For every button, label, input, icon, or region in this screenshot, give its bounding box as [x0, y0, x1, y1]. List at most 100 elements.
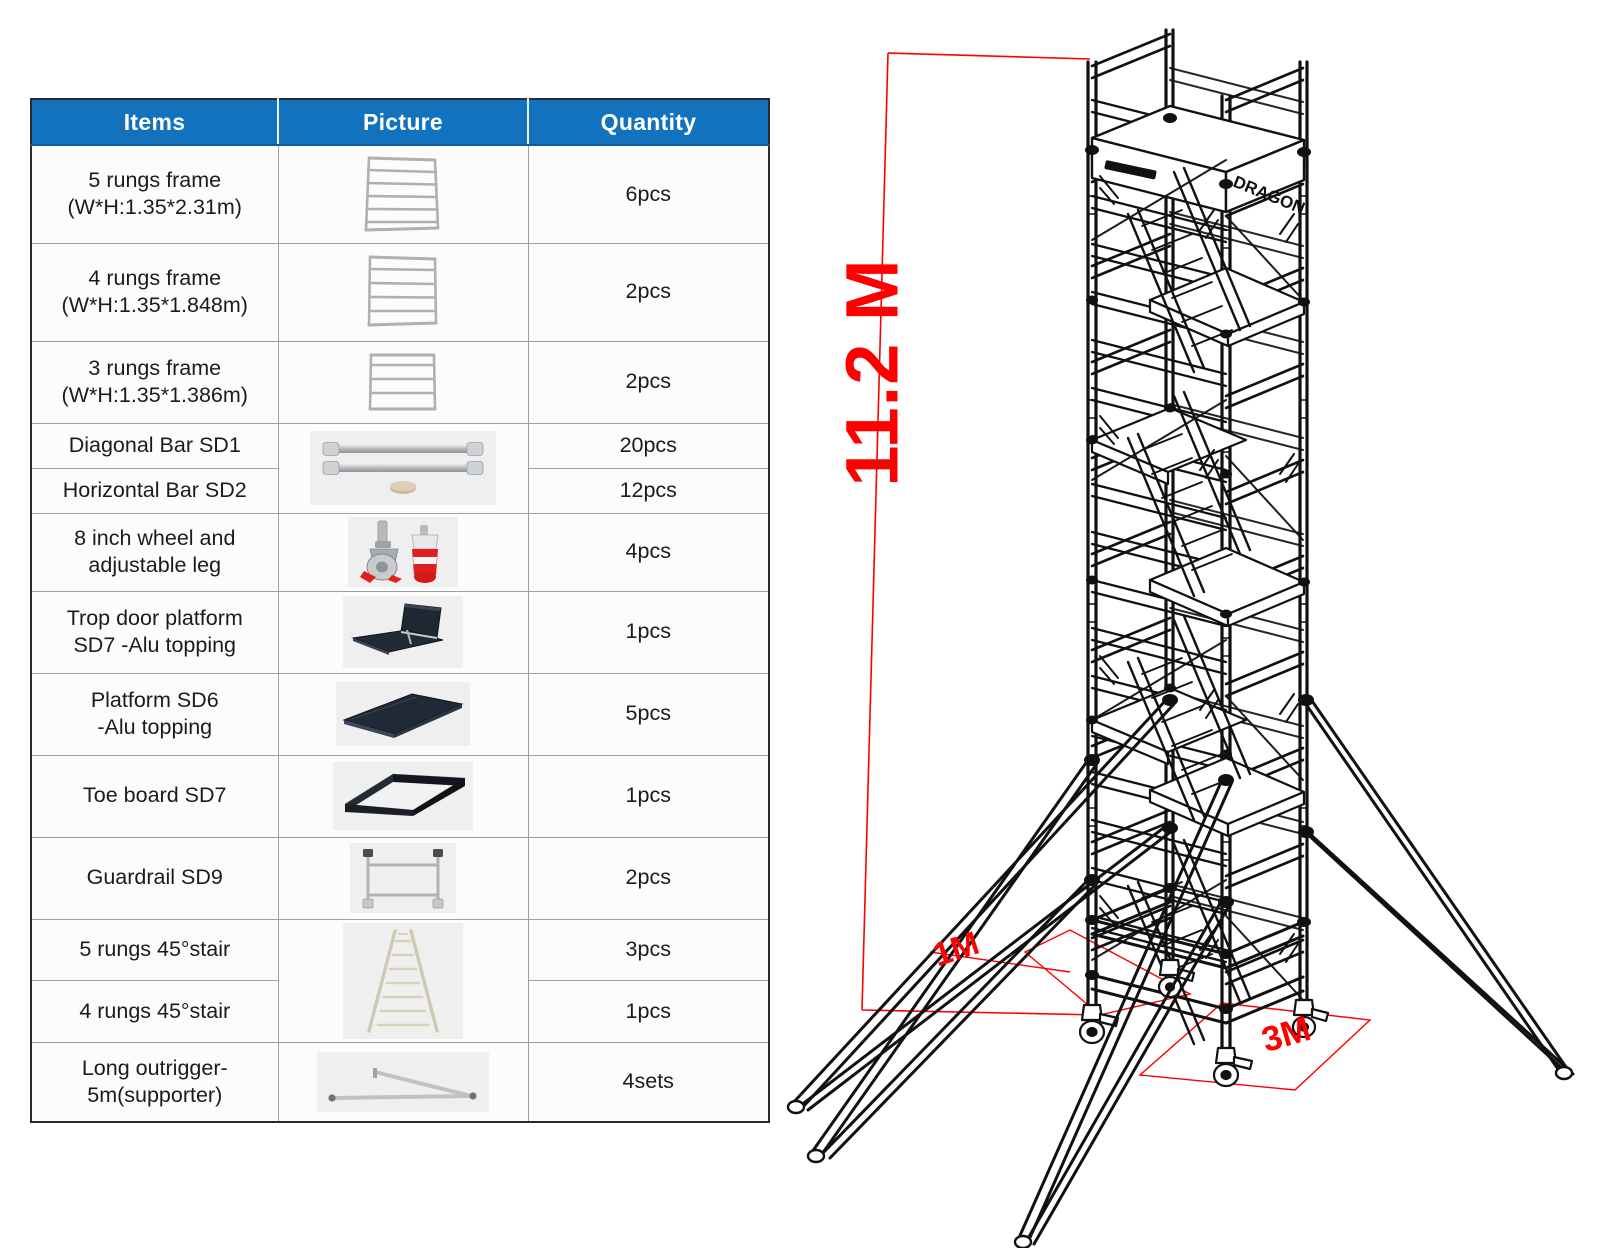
item-name-cell: 4 rungs frame (W*H:1.35*1.848m) — [30, 242, 279, 342]
parts-table: Items Picture Quantity 5 rungs frame (W*… — [30, 98, 770, 1123]
item-quantity-cell: 6pcs — [527, 144, 770, 244]
item-name-cell: 8 inch wheel and adjustable leg — [30, 512, 279, 592]
item-quantity-cell: 1pcs — [527, 980, 770, 1043]
item-label-line: Horizontal Bar SD2 — [62, 477, 247, 502]
joint-nodes — [1085, 113, 1311, 1014]
item-picture-cell — [277, 590, 529, 674]
table-row: Platform SD6 -Alu topping — [30, 672, 770, 756]
item-label-line: (W*H:1.35*1.848m) — [61, 293, 248, 317]
frame-4-rungs-icon — [282, 247, 525, 338]
outriggers — [790, 696, 1575, 1246]
stair-photo-icon — [282, 922, 525, 1039]
table-body: 5 rungs frame (W*H:1.35*2.31m) — [30, 144, 770, 1123]
item-label-line: Diagonal Bar SD1 — [68, 432, 241, 457]
column-header-picture: Picture — [277, 98, 529, 146]
item-name-cell: 3 rungs frame (W*H:1.35*1.386m) — [30, 340, 279, 424]
outrigger-photo-icon — [282, 1046, 525, 1119]
item-quantity-cell: 1pcs — [527, 590, 770, 674]
item-name-cell: Horizontal Bar SD2 — [30, 467, 279, 514]
item-label-line: (W*H:1.35*1.386m) — [61, 383, 248, 407]
item-quantity-cell: 3pcs — [527, 918, 770, 981]
table-row: Long outrigger- 5m(supporter) — [30, 1041, 770, 1123]
item-quantity-cell: 2pcs — [527, 242, 770, 342]
item-quantity-cell: 12pcs — [527, 467, 770, 514]
item-label-line: adjustable leg — [88, 553, 222, 577]
item-picture-cell — [277, 512, 529, 592]
item-quantity-cell: 20pcs — [527, 422, 770, 469]
item-label-line: Platform SD6 — [90, 687, 219, 712]
diagonal-braces — [1091, 159, 1304, 1001]
platform-decks — [1090, 116, 1306, 838]
item-name-cell: 4 rungs 45°stair — [30, 980, 279, 1043]
item-quantity-cell: 1pcs — [527, 754, 770, 838]
item-label-line: 4 rungs frame — [88, 265, 222, 290]
table-row: 5 rungs 45°stair — [30, 918, 770, 1043]
table-row: 3 rungs frame (W*H:1.35*1.386m) — [30, 340, 770, 424]
item-quantity-cell: 4sets — [527, 1041, 770, 1123]
table-row: Toe board SD7 — [30, 754, 770, 838]
toe-board — [1090, 104, 1306, 214]
item-quantity-cell: 2pcs — [527, 836, 770, 920]
item-picture-cell — [277, 1041, 529, 1123]
item-picture-cell — [277, 918, 529, 1043]
item-label-line: (W*H:1.35*2.31m) — [67, 195, 242, 220]
table-row: Guardrail SD9 — [30, 836, 770, 920]
table-header: Items Picture Quantity — [30, 98, 770, 146]
table-row: 8 inch wheel and adjustable leg — [30, 512, 770, 592]
toeboard-photo-icon — [282, 759, 525, 834]
item-name-cell: Diagonal Bar SD1 — [30, 422, 279, 469]
item-quantity-cell: 5pcs — [527, 672, 770, 756]
dimension-label-height: 11.2 M — [830, 258, 914, 487]
platform-photo-icon — [282, 677, 525, 752]
base-ledgers — [1090, 886, 1305, 1025]
tower-frame: DRAGON — [786, 28, 1575, 1248]
frame-3-rungs-icon — [282, 345, 525, 420]
frame-5-rungs-icon — [282, 149, 525, 240]
item-name-cell: Trop door platform SD7 -Alu topping — [30, 590, 279, 674]
item-quantity-cell: 2pcs — [527, 340, 770, 424]
item-picture-cell — [277, 242, 529, 342]
item-picture-cell — [277, 340, 529, 424]
item-label-line: 4 rungs 45°stair — [79, 998, 231, 1023]
item-label-line: 8 inch wheel and — [74, 525, 236, 550]
outrigger-clamps — [1084, 694, 1314, 908]
column-header-quantity: Quantity — [527, 98, 770, 146]
trapdoor-platform-photo-icon — [282, 595, 525, 670]
item-name-cell: Toe board SD7 — [30, 754, 279, 838]
guardrail-photo-icon — [282, 841, 525, 916]
tower-svg: DRAGON — [786, 28, 1575, 1248]
bars-photo-icon — [282, 427, 525, 510]
item-picture-cell — [277, 672, 529, 756]
scaffold-tower-drawing: DRAGON — [770, 0, 1599, 1248]
internal-stairs — [1126, 166, 1252, 1046]
item-label-line: 5 rungs frame — [88, 168, 222, 193]
item-name-cell: 5 rungs 45°stair — [30, 918, 279, 981]
item-label-line: 5 rungs 45°stair — [79, 937, 231, 962]
table-row: 4 rungs 45°stair 1pcs — [30, 980, 770, 1043]
outrigger-feet — [786, 1065, 1574, 1248]
item-label-line: 5m(supporter) — [87, 1082, 223, 1107]
item-picture-cell — [277, 144, 529, 244]
item-picture-cell — [277, 754, 529, 838]
item-label-line: Trop door platform — [66, 605, 243, 630]
column-header-items: Items — [30, 98, 279, 146]
item-label-line: SD7 -Alu topping — [73, 633, 237, 657]
table-row: 4 rungs frame (W*H:1.35*1.848m) — [30, 242, 770, 342]
item-label-line: -Alu topping — [97, 715, 213, 739]
table-row: Horizontal Bar SD2 12pcs — [30, 467, 770, 514]
table-header-row: Items Picture Quantity — [30, 98, 770, 146]
wheel-leg-photo-icon — [282, 517, 525, 588]
table-row: Diagonal Bar SD1 — [30, 422, 770, 514]
item-quantity-cell: 4pcs — [527, 512, 770, 592]
item-picture-cell — [277, 836, 529, 920]
item-label-line: Guardrail SD9 — [86, 865, 223, 890]
item-label-line: Toe board SD7 — [83, 783, 227, 808]
toe-board-slot — [1104, 160, 1157, 180]
item-name-cell: Guardrail SD9 — [30, 836, 279, 920]
item-name-cell: 5 rungs frame (W*H:1.35*2.31m) — [30, 144, 279, 244]
item-name-cell: Platform SD6 -Alu topping — [30, 672, 279, 756]
item-label-line: 3 rungs frame — [88, 355, 222, 380]
table-row: 5 rungs frame (W*H:1.35*2.31m) — [30, 144, 770, 244]
item-picture-cell — [277, 422, 529, 514]
item-name-cell: Long outrigger- 5m(supporter) — [30, 1041, 279, 1123]
